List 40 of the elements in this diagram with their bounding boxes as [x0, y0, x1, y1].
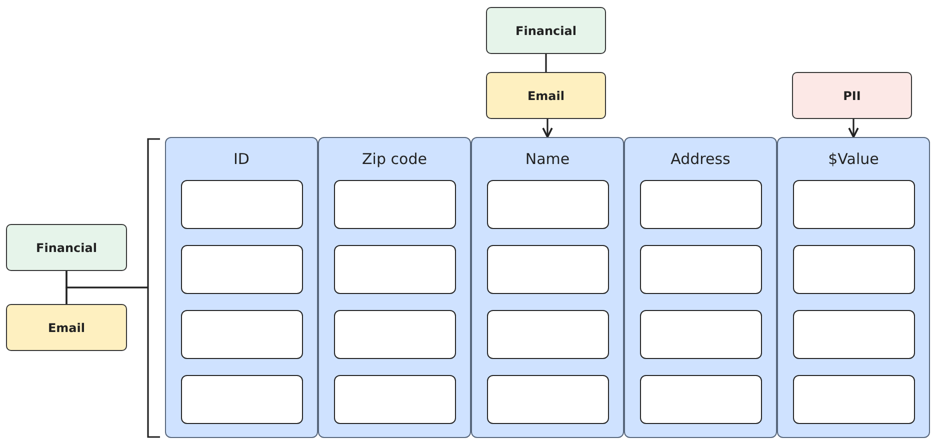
arrow — [542, 119, 553, 138]
tag-label: Email — [6, 304, 127, 351]
column-header: Zip code — [361, 150, 428, 168]
empty-cell — [640, 375, 762, 424]
column-header: ID — [232, 150, 250, 168]
column-header: $Value — [827, 150, 880, 168]
empty-cell — [640, 310, 762, 359]
connector-line — [545, 54, 547, 72]
empty-cell — [334, 245, 456, 294]
empty-cell — [487, 245, 609, 294]
tag-label: Financial — [6, 224, 127, 271]
table-column — [624, 137, 777, 438]
empty-cell — [487, 310, 609, 359]
empty-cell — [793, 375, 915, 424]
empty-cell — [640, 245, 762, 294]
table-column — [471, 137, 624, 438]
tag-label: Financial — [486, 7, 606, 54]
empty-cell — [487, 180, 609, 229]
empty-cell — [334, 180, 456, 229]
column-header: Address — [670, 150, 732, 168]
connector-line — [66, 286, 148, 304]
empty-cell — [793, 245, 915, 294]
empty-cell — [181, 375, 303, 424]
table-column — [165, 137, 318, 438]
empty-cell — [487, 375, 609, 424]
empty-cell — [181, 310, 303, 359]
bracket — [147, 138, 160, 438]
empty-cell — [334, 375, 456, 424]
empty-cell — [181, 245, 303, 294]
empty-cell — [793, 310, 915, 359]
arrow — [848, 119, 859, 138]
table-column — [777, 137, 930, 438]
empty-cell — [181, 180, 303, 229]
column-header: Name — [524, 150, 571, 168]
empty-cell — [793, 180, 915, 229]
empty-cell — [640, 180, 762, 229]
tag-label: Email — [486, 72, 606, 119]
empty-cell — [334, 310, 456, 359]
tag-label: PII — [792, 72, 912, 119]
table-column — [318, 137, 471, 438]
